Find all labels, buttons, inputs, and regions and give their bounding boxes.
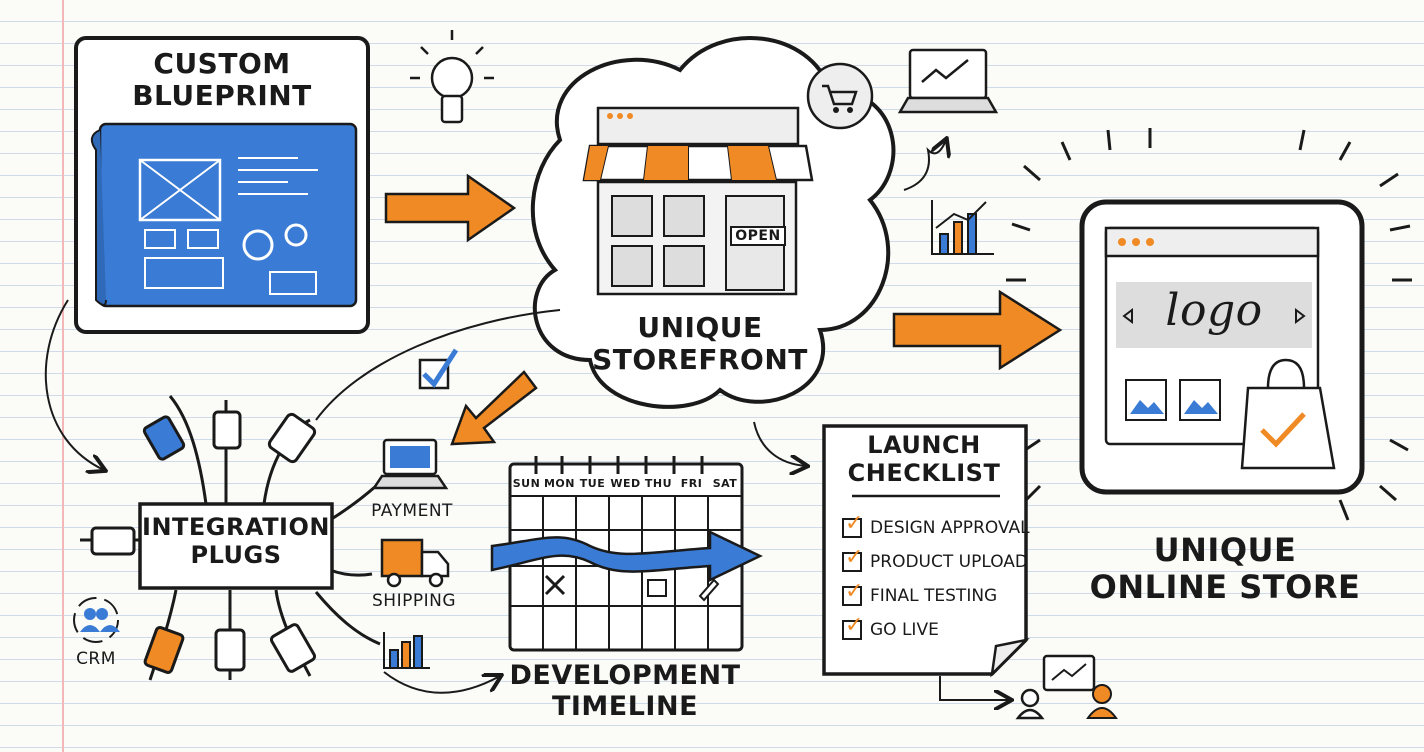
checklist-paper (822, 424, 1030, 678)
integration-plugs-cluster (80, 395, 381, 681)
online-store-title-line2: ONLINE STORE (1089, 567, 1361, 606)
day-wed: WED (610, 477, 641, 490)
blueprint-frame (74, 36, 370, 334)
checkbox-icon (418, 348, 459, 390)
integration-title-line1: INTEGRATION (142, 513, 330, 541)
curve-blueprint-to-plugs (44, 299, 104, 470)
checklist-item-label: GO LIVE (870, 620, 939, 640)
curve-storefront-to-checklist (753, 421, 806, 466)
crm-label: CRM (76, 649, 116, 669)
checklist-title-line1: LAUNCH (867, 431, 981, 459)
storefront-title-line2: STOREFRONT (592, 343, 808, 377)
online-store-title-line1: UNIQUE (1153, 531, 1297, 569)
payment-laptop-icon (371, 438, 449, 490)
day-sat: SAT (712, 477, 738, 490)
cart-bubble-icon (806, 62, 874, 130)
shipping-truck-icon (380, 538, 450, 588)
storefront-shop-icon (582, 106, 814, 296)
blueprint-title-line2: BLUEPRINT (132, 79, 312, 113)
integration-title-line2: PLUGS (190, 540, 282, 569)
checklist-item: PRODUCT UPLOAD (842, 545, 1028, 572)
storefront-title: UNIQUE STOREFRONT (580, 311, 820, 377)
day-sun: SUN (512, 477, 541, 490)
timeline-title-line1: DEVELOPMENT (509, 660, 741, 691)
checklist-item-label: PRODUCT UPLOAD (870, 552, 1028, 572)
open-sign: OPEN (730, 226, 786, 247)
curve-checklist-to-team (939, 676, 1010, 700)
payment-label: PAYMENT (371, 501, 453, 521)
curve-plugs-to-timeline (383, 671, 500, 694)
blueprint-title: CUSTOM BLUEPRINT (86, 47, 358, 113)
integration-title: INTEGRATION PLUGS (140, 513, 332, 569)
blueprint-title-line1: CUSTOM (153, 47, 291, 80)
curve-storefront-to-plugs (315, 309, 561, 421)
checklist-item: FINAL TESTING (842, 579, 998, 606)
laptop-chart-icon (897, 48, 999, 191)
checklist-item-label: DESIGN APPROVAL (870, 518, 1030, 538)
online-store-frame (1006, 128, 1412, 521)
day-thu: THU (644, 477, 673, 490)
checkbox-checked-icon (842, 613, 863, 640)
team-icon (1015, 654, 1118, 720)
storefront-title-line1: UNIQUE (637, 311, 763, 344)
checklist-title: LAUNCH CHECKLIST (832, 431, 1016, 487)
calendar-day-headers: SUN MON TUE WED THU FRI SAT (510, 477, 742, 491)
shipping-label: SHIPPING (372, 591, 456, 611)
notebook-margin (62, 0, 64, 752)
blueprint-sheet-icon (90, 122, 358, 308)
checkbox-checked-icon (842, 511, 863, 538)
checklist-item-label: FINAL TESTING (870, 586, 998, 606)
checklist-item: GO LIVE (842, 613, 939, 640)
online-store-title: UNIQUE ONLINE STORE (1070, 532, 1380, 606)
checklist-item: DESIGN APPROVAL (842, 511, 1030, 538)
day-fri: FRI (680, 477, 703, 490)
arrow-blueprint-to-storefront (384, 173, 517, 243)
timeline-title-line2: TIMELINE (551, 691, 699, 723)
bar-chart-icon (931, 200, 994, 255)
timeline-title: DEVELOPMENT TIMELINE (500, 660, 750, 722)
checkbox-checked-icon (842, 545, 863, 572)
day-mon: MON (543, 477, 575, 490)
calendar-icon (490, 456, 763, 652)
crm-people-icon (73, 597, 120, 643)
arrow-storefront-to-plugs (450, 370, 538, 446)
analytics-chart-icon (383, 632, 430, 669)
integration-box (138, 502, 334, 590)
day-tue: TUE (579, 477, 606, 490)
checklist-title-line2: CHECKLIST (847, 458, 1001, 487)
shopping-bag-icon (1240, 358, 1336, 470)
store-logo-text: logo (1165, 285, 1263, 336)
arrow-storefront-to-online-store (892, 289, 1063, 371)
lightbulb-icon (410, 30, 494, 124)
checkbox-checked-icon (842, 579, 863, 606)
